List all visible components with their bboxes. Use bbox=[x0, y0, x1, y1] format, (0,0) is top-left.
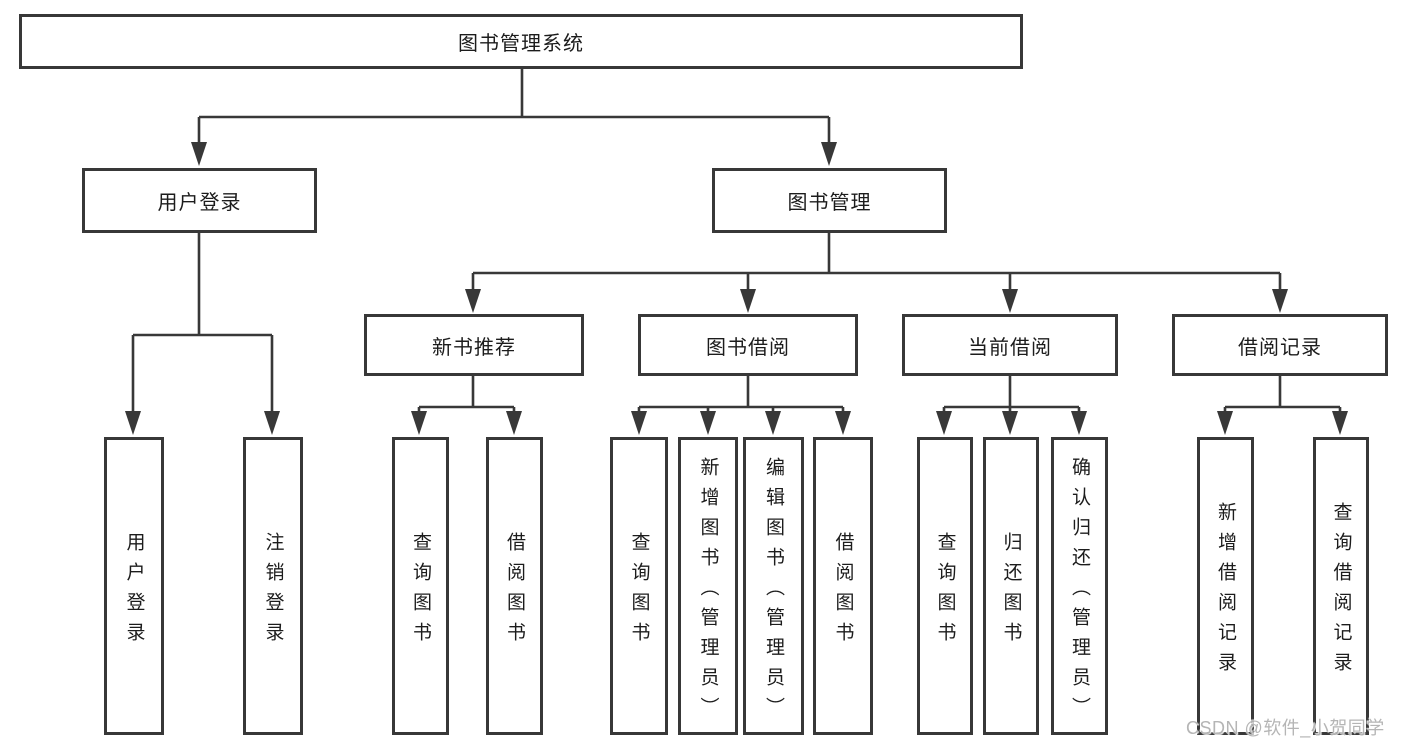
arrow-down-icon bbox=[1002, 411, 1018, 435]
node-query-books-borrowing-label: 查询图书 bbox=[628, 531, 650, 652]
node-return-books: 归还图书 bbox=[983, 437, 1039, 735]
node-edit-books-admin-label: 编辑图书（管理员） bbox=[763, 456, 784, 727]
arrow-down-icon bbox=[631, 411, 647, 435]
node-confirm-return-admin: 确认归还（管理员） bbox=[1051, 437, 1108, 735]
node-borrow-books-borrowing-label: 借阅图书 bbox=[832, 531, 854, 652]
node-current-borrowing: 当前借阅 bbox=[902, 314, 1118, 376]
arrow-down-icon bbox=[1002, 289, 1018, 313]
node-query-books-recommend: 查询图书 bbox=[392, 437, 449, 735]
node-new-book-recommend: 新书推荐 bbox=[364, 314, 584, 376]
node-query-books-borrowing: 查询图书 bbox=[610, 437, 668, 735]
arrow-down-icon bbox=[125, 411, 141, 435]
node-book-borrowing: 图书借阅 bbox=[638, 314, 858, 376]
node-book-management-label: 图书管理 bbox=[787, 192, 872, 214]
arrow-down-icon bbox=[936, 411, 952, 435]
node-library-management-system-label: 图书管理系统 bbox=[458, 33, 584, 55]
arrow-down-icon bbox=[465, 289, 481, 313]
node-query-books-current: 查询图书 bbox=[917, 437, 973, 735]
arrow-down-icon bbox=[740, 289, 756, 313]
node-borrow-books-recommend-label: 借阅图书 bbox=[504, 531, 525, 652]
node-add-borrow-record: 新增借阅记录 bbox=[1197, 437, 1254, 735]
node-query-books-recommend-label: 查询图书 bbox=[410, 531, 431, 652]
node-borrow-books-borrowing: 借阅图书 bbox=[813, 437, 873, 735]
node-borrowing-records-label: 借阅记录 bbox=[1238, 336, 1322, 359]
arrow-down-icon bbox=[411, 411, 427, 435]
node-edit-books-admin: 编辑图书（管理员） bbox=[743, 437, 804, 735]
arrow-down-icon bbox=[1217, 411, 1233, 435]
node-confirm-return-admin-label: 确认归还（管理员） bbox=[1069, 456, 1090, 727]
node-user-login-leaf: 用户登录 bbox=[104, 437, 164, 735]
node-library-management-system: 图书管理系统 bbox=[19, 14, 1023, 69]
node-user-login-leaf-label: 用户登录 bbox=[123, 531, 145, 652]
node-borrowing-records: 借阅记录 bbox=[1172, 314, 1388, 376]
arrow-down-icon bbox=[700, 411, 716, 435]
node-book-borrowing-label: 图书借阅 bbox=[706, 336, 790, 359]
node-logout: 注销登录 bbox=[243, 437, 303, 735]
node-add-books-admin-label: 新增图书（管理员） bbox=[697, 456, 719, 727]
node-book-management: 图书管理 bbox=[712, 168, 947, 233]
arrow-down-icon bbox=[191, 142, 207, 166]
node-borrow-books-recommend: 借阅图书 bbox=[486, 437, 543, 735]
arrow-down-icon bbox=[765, 411, 781, 435]
node-new-book-recommend-label: 新书推荐 bbox=[432, 336, 516, 359]
node-user-login: 用户登录 bbox=[82, 168, 317, 233]
node-query-books-current-label: 查询图书 bbox=[934, 531, 956, 652]
watermark: CSDN @软件_小贺同学 bbox=[1186, 718, 1385, 738]
node-query-borrow-record-label: 查询借阅记录 bbox=[1330, 501, 1352, 682]
arrow-down-icon bbox=[1272, 289, 1288, 313]
arrow-down-icon bbox=[835, 411, 851, 435]
node-return-books-label: 归还图书 bbox=[1000, 531, 1022, 652]
arrow-down-icon bbox=[1332, 411, 1348, 435]
node-current-borrowing-label: 当前借阅 bbox=[968, 336, 1052, 359]
arrow-down-icon bbox=[264, 411, 280, 435]
node-user-login-label: 用户登录 bbox=[157, 192, 242, 214]
node-logout-label: 注销登录 bbox=[262, 531, 284, 652]
node-add-books-admin: 新增图书（管理员） bbox=[678, 437, 738, 735]
arrow-down-icon bbox=[506, 411, 522, 435]
arrow-down-icon bbox=[1071, 411, 1087, 435]
arrow-down-icon bbox=[821, 142, 837, 166]
node-query-borrow-record: 查询借阅记录 bbox=[1313, 437, 1369, 735]
node-add-borrow-record-label: 新增借阅记录 bbox=[1215, 501, 1236, 682]
